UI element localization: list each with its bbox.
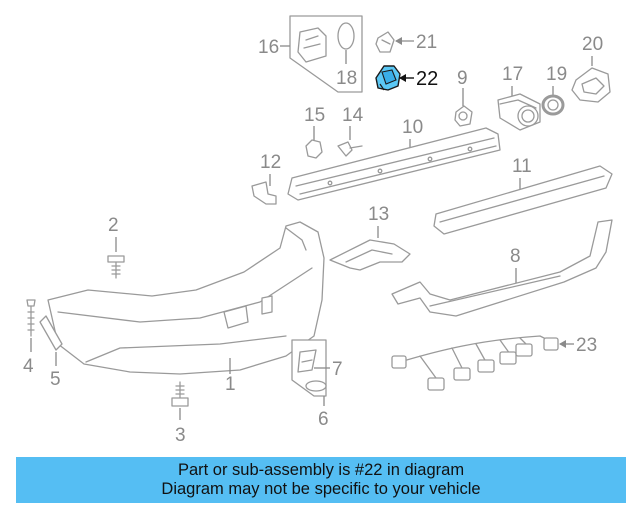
- callout-12: 12: [260, 152, 281, 173]
- part-3: [171, 381, 189, 407]
- callout-4: 4: [23, 356, 34, 377]
- part-2: [107, 255, 125, 279]
- callout-3: 3: [175, 425, 186, 446]
- callout-9: 9: [457, 68, 468, 89]
- callout-7: 7: [332, 359, 343, 380]
- part-23-harness: [391, 335, 559, 391]
- part-6-7-group: [291, 339, 327, 397]
- callout-20: 20: [582, 34, 603, 55]
- callout-8: 8: [510, 246, 521, 267]
- part-20: [571, 67, 611, 103]
- part-13: [329, 239, 411, 271]
- callout-5: 5: [50, 369, 61, 390]
- part-9: [454, 105, 473, 127]
- part-4: [26, 299, 36, 337]
- part-16-18-group: [289, 15, 363, 93]
- callout-21: 21: [416, 32, 437, 53]
- part-12: [251, 181, 277, 205]
- callout-16: 16: [258, 37, 279, 58]
- part-8: [391, 219, 613, 317]
- part-1-bumper-cover: [47, 221, 325, 375]
- callout-2: 2: [108, 215, 119, 236]
- banner-line-2: Diagram may not be specific to your vehi…: [161, 480, 481, 498]
- info-banner: Part or sub-assembly is #22 in diagram D…: [16, 457, 626, 503]
- callout-14: 14: [342, 105, 364, 126]
- part-11: [433, 165, 613, 235]
- callout-1: 1: [225, 374, 236, 395]
- banner-line-1: Part or sub-assembly is #22 in diagram: [177, 461, 465, 479]
- part-22-highlighted: [375, 65, 401, 91]
- callout-11: 11: [512, 156, 532, 177]
- callout-19: 19: [546, 64, 567, 85]
- callout-15: 15: [304, 105, 325, 126]
- part-21: [375, 31, 395, 53]
- part-19: [541, 94, 565, 116]
- callout-17: 17: [502, 64, 523, 85]
- callout-6: 6: [318, 409, 329, 430]
- callout-10: 10: [402, 117, 423, 138]
- part-14: [337, 141, 363, 157]
- part-17: [497, 93, 541, 131]
- part-5: [39, 315, 63, 351]
- part-15: [305, 139, 323, 159]
- callout-18: 18: [336, 68, 357, 89]
- callout-22: 22: [416, 68, 438, 90]
- part-10: [287, 127, 501, 201]
- callout-23: 23: [576, 335, 597, 356]
- callout-13: 13: [368, 204, 389, 225]
